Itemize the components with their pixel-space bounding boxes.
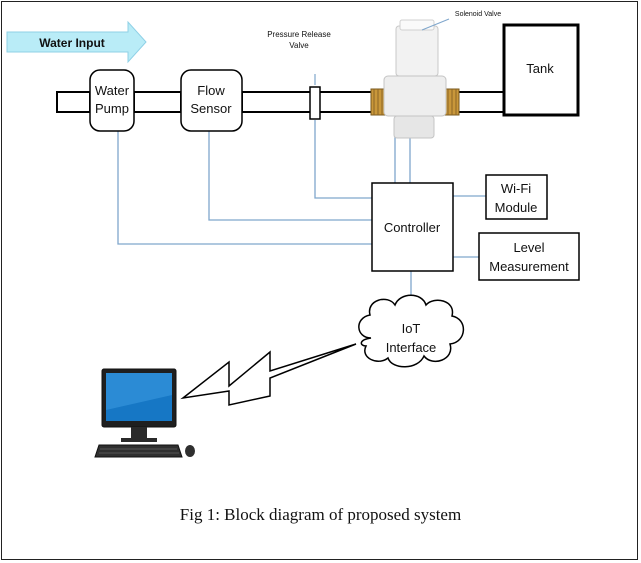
flow-sensor-label-line2: Sensor xyxy=(190,101,232,116)
flow-sensor-block: Flow Sensor xyxy=(180,69,243,132)
pressure-valve-label-line2: Valve xyxy=(289,41,309,50)
wifi-label-line1: Wi-Fi xyxy=(501,181,531,196)
water-pump-label-line2: Pump xyxy=(95,101,129,116)
pressure-release-valve: Pressure Release Valve xyxy=(267,30,331,120)
solenoid-valve-label: Solenoid Valve xyxy=(455,11,501,18)
tank-block: Tank xyxy=(502,23,580,117)
tank-label: Tank xyxy=(526,61,554,76)
figure-caption: Fig 1: Block diagram of proposed system xyxy=(179,505,462,524)
pressure-valve-label-line1: Pressure Release xyxy=(267,30,331,39)
water-pump-block: Water Pump xyxy=(89,69,135,132)
wifi-module-block: Wi-Fi Module xyxy=(485,174,548,220)
wireless-link-bolt xyxy=(180,343,357,406)
water-input-label: Water Input xyxy=(39,36,105,50)
level-measurement-block: Level Measurement xyxy=(478,232,580,281)
controller-label: Controller xyxy=(384,220,441,235)
desktop-computer-icon xyxy=(94,368,195,458)
solenoid-valve: Solenoid Valve xyxy=(370,11,501,139)
water-input-arrow: Water Input xyxy=(6,20,147,64)
controller-block: Controller xyxy=(371,182,454,272)
iot-label-line1: IoT xyxy=(402,321,421,336)
water-pump-label-line1: Water xyxy=(95,83,130,98)
water-pipe xyxy=(56,91,509,113)
iot-label-line2: Interface xyxy=(386,340,437,355)
flow-sensor-label-line1: Flow xyxy=(197,83,225,98)
level-label-line1: Level xyxy=(513,240,544,255)
wifi-label-line2: Module xyxy=(495,200,538,215)
level-label-line2: Measurement xyxy=(489,259,569,274)
iot-interface-cloud: IoT Interface xyxy=(358,294,465,368)
connector-lines xyxy=(117,120,486,312)
